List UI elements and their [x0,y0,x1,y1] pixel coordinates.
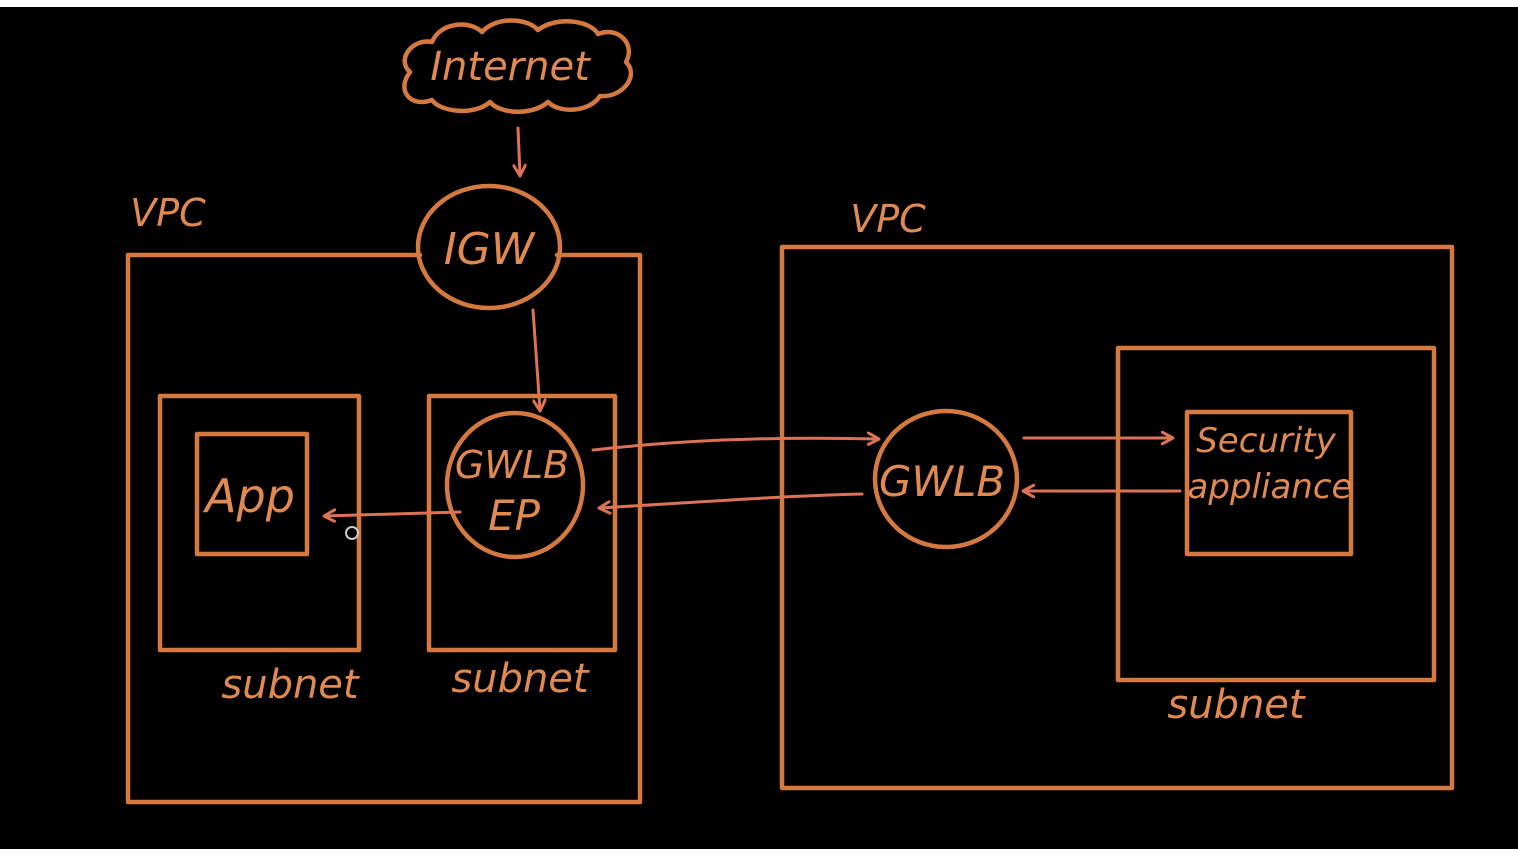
security-appliance-label-line2: appliance [1188,467,1353,507]
subnet-app-box [157,393,362,653]
arrow-gwlb-ep-to-app [325,512,462,516]
subnet-app-label: subnet [221,662,360,708]
gwlb-ep-node [444,410,586,560]
security-appliance-node [1184,409,1354,557]
igw-label: IGW [444,224,536,275]
internet-label: Internet [430,44,591,90]
igw-node [415,183,563,311]
subnet-gwlb-ep-box [426,393,618,653]
security-appliance-label-line1: Security [1196,421,1336,461]
subnet-gwlb-ep-label: subnet [451,656,590,702]
subnet-security-label: subnet [1167,682,1306,728]
vpc-left-boundary [125,252,643,805]
gwlb-node [872,408,1020,550]
app-label: App [202,469,295,523]
cursor-pointer-icon [345,526,359,540]
gwlb-label: GWLB [879,457,1005,506]
subnet-security-box [1115,345,1437,683]
blackboard [0,7,1518,849]
arrow-igw-to-gwlb-ep [531,308,540,410]
gwlb-ep-label-line1: GWLB [455,443,569,487]
arrow-gwlb-ep-to-gwlb [591,438,878,452]
internet-cloud-icon [402,18,634,114]
vpc-left-label: VPC [130,191,206,235]
arrow-gwlb-to-gwlb-ep [600,492,864,508]
vpc-right-boundary [779,244,1455,791]
arrow-internet-to-igw [518,126,520,175]
gwlb-ep-label-line2: EP [488,491,541,540]
app-node [194,431,310,557]
vpc-right-label: VPC [850,197,926,241]
